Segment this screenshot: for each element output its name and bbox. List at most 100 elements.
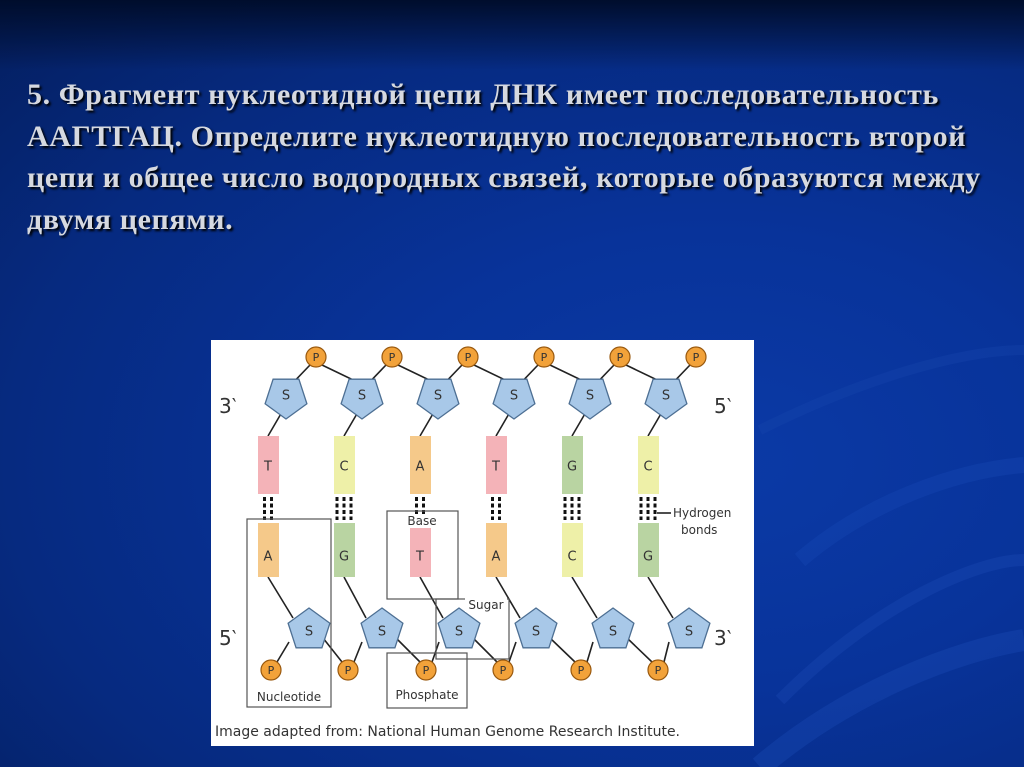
- top-sugar-base-link: [343, 411, 359, 437]
- top-sugar-label: S: [510, 389, 518, 404]
- top-base: [334, 436, 355, 494]
- bottom-phosphate-label: P: [345, 664, 352, 677]
- bottom-phosphate: [492, 659, 514, 681]
- base-box: [386, 510, 459, 600]
- top-sugar-label: S: [586, 389, 594, 404]
- top-phosphate-label: P: [313, 351, 320, 364]
- bottom-base-label: C: [567, 550, 576, 565]
- bottom-sugar: [591, 607, 635, 649]
- bottom-backbone-link: [663, 641, 670, 663]
- top-base: [410, 436, 431, 494]
- top-sugar: [492, 378, 536, 420]
- bottom-sugar-base-link: [267, 576, 294, 619]
- bottom-phosphate: [647, 659, 669, 681]
- top-sugar-label: S: [282, 389, 290, 404]
- bottom-backbone-link: [626, 637, 653, 663]
- top-base: [562, 436, 583, 494]
- top-sugar-label: S: [662, 389, 670, 404]
- top-sugar-base-link: [419, 411, 435, 437]
- dna-diagram-canvas: PSTPSCPSAPSTPSGPSCASPGSPTSPASPCSPGSP3‵5‵…: [215, 346, 732, 740]
- top-base-label: C: [339, 460, 348, 475]
- bottom-backbone-link: [508, 641, 517, 663]
- top-base-label: G: [567, 460, 577, 475]
- question-text: 5. Фрагмент нуклеотидной цепи ДНК имеет …: [27, 78, 981, 236]
- top-sugar: [644, 378, 688, 420]
- bottom-sugar-label: S: [378, 625, 386, 640]
- sugar-label-bg: [465, 598, 507, 612]
- bottom-backbone-link: [586, 641, 594, 663]
- nucleotide-label: Nucleotide: [257, 690, 321, 704]
- bottom-base-label: A: [492, 550, 501, 565]
- top-phosphate-label: P: [693, 351, 700, 364]
- top-sugar-base-link: [267, 411, 283, 437]
- bottom-backbone-link: [353, 641, 363, 663]
- base-label-bg: [403, 514, 441, 528]
- bottom-phosphate-label: P: [268, 664, 275, 677]
- bottom-backbone-link: [549, 637, 576, 663]
- top-sugar-label: S: [358, 389, 366, 404]
- top-base-label: C: [643, 460, 652, 475]
- top-phosphate-label: P: [389, 351, 396, 364]
- phosphate-label: Phosphate: [395, 688, 458, 702]
- top-sugar: [416, 378, 460, 420]
- top-phosphate: [533, 346, 555, 368]
- top-phosphate: [685, 346, 707, 368]
- top-sugar: [340, 378, 384, 420]
- top-base: [638, 436, 659, 494]
- bottom-base: [562, 523, 583, 577]
- top-phosphate: [381, 346, 403, 368]
- nucleotide-box: [246, 518, 332, 708]
- top-sugar-base-link: [647, 411, 663, 437]
- bottom-sugar-base-link: [647, 576, 674, 619]
- bottom-phosphate-label: P: [578, 664, 585, 677]
- sugar-label: Sugar: [468, 598, 503, 612]
- bottom-phosphate: [337, 659, 359, 681]
- top-base-label: T: [263, 460, 272, 475]
- bottom-base-label: T: [415, 550, 424, 565]
- bottom-backbone-link: [395, 637, 421, 663]
- hydrogen-label-line1: Hydrogen: [673, 506, 731, 520]
- top-phosphate-label: P: [617, 351, 624, 364]
- strand-end-bottom-right: 3‵: [714, 626, 732, 650]
- bottom-base-label: G: [339, 550, 349, 565]
- bottom-sugar: [667, 607, 711, 649]
- bottom-phosphate-label: P: [423, 664, 430, 677]
- bottom-sugar-base-link: [495, 576, 521, 619]
- bottom-sugar: [360, 607, 404, 649]
- strand-end-top-left: 3‵: [219, 394, 237, 418]
- bottom-base: [258, 523, 279, 577]
- slide-top-shade: [0, 0, 1024, 70]
- bottom-base: [638, 523, 659, 577]
- top-sugar-base-link: [495, 411, 511, 437]
- top-base-label: T: [491, 460, 500, 475]
- top-base: [486, 436, 507, 494]
- top-phosphate: [305, 346, 327, 368]
- bottom-base: [334, 523, 355, 577]
- top-phosphate: [457, 346, 479, 368]
- base-label: Base: [407, 514, 436, 528]
- bottom-sugar-base-link: [419, 576, 444, 619]
- image-caption: Image adapted from: National Human Genom…: [215, 724, 680, 740]
- bottom-sugar-base-link: [343, 576, 367, 619]
- bottom-sugar-label: S: [609, 625, 617, 640]
- bottom-sugar: [437, 607, 481, 649]
- bottom-backbone-link: [276, 641, 290, 663]
- top-phosphate: [609, 346, 631, 368]
- bottom-sugar-base-link: [571, 576, 598, 619]
- strand-end-top-right: 5‵: [714, 394, 732, 418]
- top-sugar-base-link: [571, 411, 587, 437]
- strand-end-bottom-left: 5‵: [219, 626, 237, 650]
- bottom-sugar-label: S: [455, 625, 463, 640]
- bottom-base: [410, 523, 431, 577]
- top-base: [258, 436, 279, 494]
- bottom-sugar: [514, 607, 558, 649]
- top-base-label: A: [416, 460, 425, 475]
- top-sugar-label: S: [434, 389, 442, 404]
- bottom-phosphate: [260, 659, 282, 681]
- hydrogen-label-line2: bonds: [681, 523, 717, 537]
- bottom-phosphate: [415, 659, 437, 681]
- bottom-base: [486, 523, 507, 577]
- bottom-sugar-label: S: [685, 625, 693, 640]
